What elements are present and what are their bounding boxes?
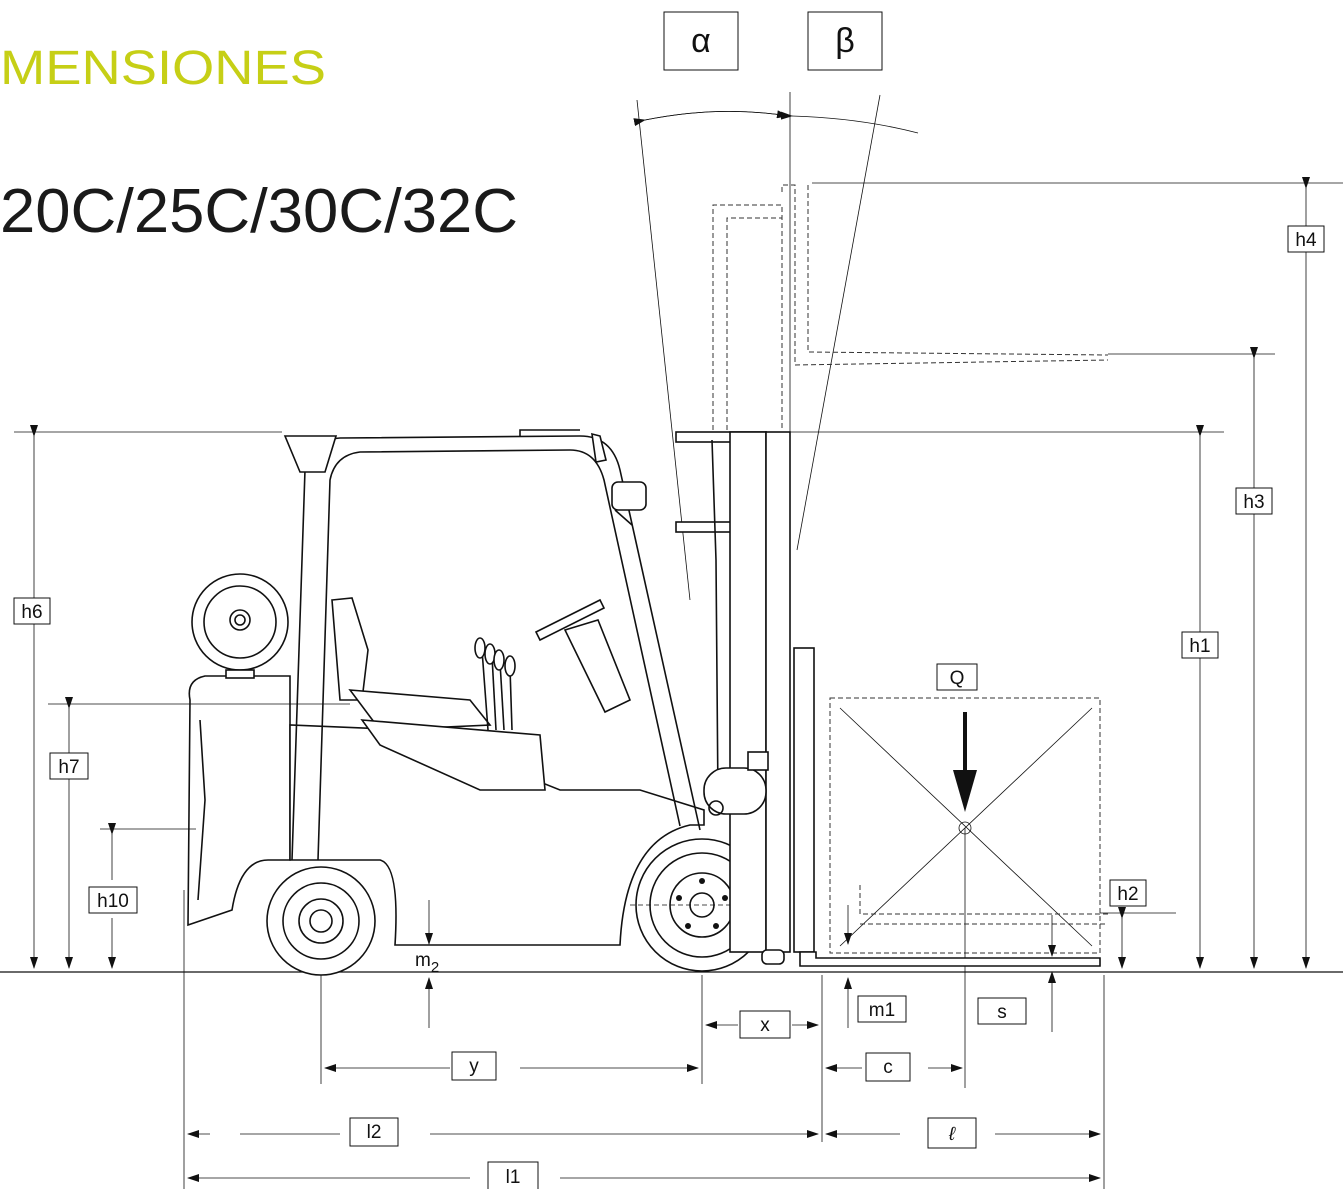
h1-label: h1 (1181, 631, 1219, 659)
svg-text:x: x (760, 1015, 770, 1036)
svg-text:s: s (997, 1002, 1007, 1023)
horizontal-dimensions (187, 1021, 1101, 1182)
m2-label: m2 (415, 950, 439, 976)
h2-label: h2 (1109, 879, 1147, 907)
c-label: c (865, 1052, 911, 1082)
svg-text:h7: h7 (58, 757, 79, 778)
h6-label: h6 (13, 597, 51, 625)
svg-text:l1: l1 (506, 1167, 521, 1188)
m1-label: m1 (857, 995, 907, 1023)
svg-text:Q: Q (950, 668, 965, 689)
alpha-label-box: α (663, 11, 739, 71)
svg-text:h2: h2 (1117, 884, 1138, 905)
svg-text:m1: m1 (869, 1000, 895, 1021)
vertical-dimensions (30, 177, 1310, 1189)
forklift-truck (187, 429, 1101, 976)
svg-text:h1: h1 (1189, 636, 1210, 657)
svg-text:h3: h3 (1243, 492, 1264, 513)
h10-label: h10 (88, 886, 138, 914)
svg-text:α: α (691, 22, 711, 60)
svg-text:y: y (469, 1056, 479, 1077)
y-label: y (451, 1051, 497, 1081)
ell-label: ℓ (927, 1117, 977, 1149)
beta-label-box: β (807, 11, 883, 71)
x-label: x (739, 1010, 791, 1039)
h7-label: h7 (49, 752, 89, 780)
load-box (829, 697, 1108, 1088)
svg-text:h6: h6 (21, 602, 42, 623)
svg-text:ℓ: ℓ (948, 1124, 956, 1145)
svg-text:l2: l2 (367, 1122, 382, 1143)
svg-text:m2: m2 (415, 950, 439, 976)
h3-label: h3 (1235, 487, 1273, 515)
s-label: s (977, 997, 1027, 1025)
l2-label: l2 (349, 1117, 399, 1147)
reference-lines (14, 182, 1343, 914)
svg-text:β: β (835, 22, 855, 60)
page-title: MENSIONES (0, 42, 326, 95)
raised-mast-outline (712, 184, 1109, 430)
model-line: 20C/25C/30C/32C (0, 177, 518, 246)
q-label-box: Q (936, 663, 978, 691)
l1-label: l1 (487, 1161, 539, 1189)
svg-text:h10: h10 (97, 891, 129, 912)
h4-label: h4 (1287, 225, 1325, 253)
svg-text:c: c (883, 1057, 893, 1078)
svg-text:h4: h4 (1295, 230, 1317, 251)
